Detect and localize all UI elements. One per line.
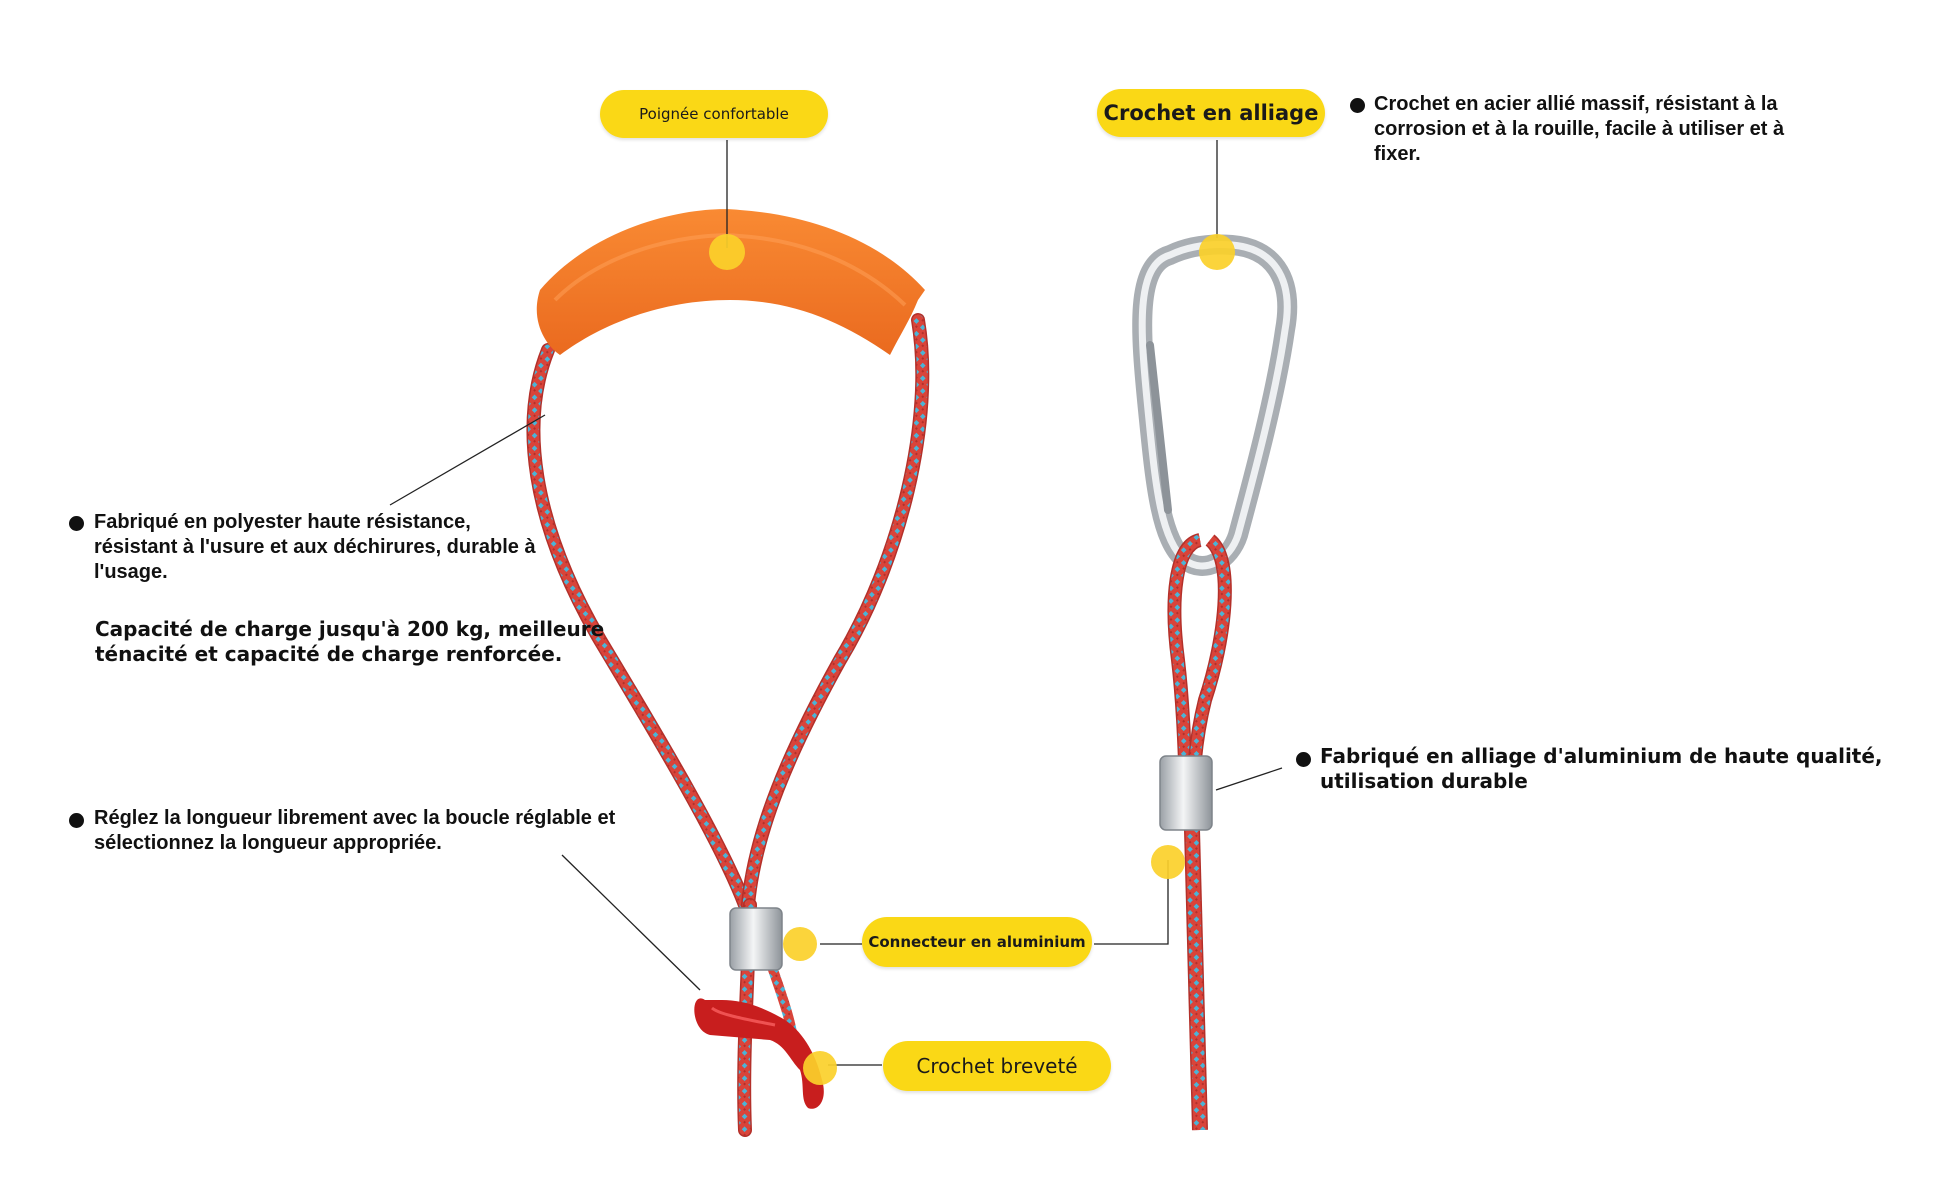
leader-lines bbox=[389, 140, 1283, 1066]
handle-grip bbox=[536, 209, 925, 355]
patented-red-hook bbox=[694, 998, 824, 1109]
aluminium-connector-right bbox=[1159, 755, 1213, 831]
callout-patented-hook: Crochet breveté bbox=[883, 1041, 1111, 1091]
marker-connector-right bbox=[1151, 845, 1185, 879]
feature-aluminium: Fabriqué en alliage d'aluminium de haute… bbox=[1320, 744, 1883, 793]
feature-adjust: Réglez la longueur librement avec la bou… bbox=[94, 807, 616, 854]
marker-patented-hook bbox=[803, 1051, 837, 1085]
highlight-markers bbox=[709, 234, 1235, 1085]
marker-alloy-hook bbox=[1199, 234, 1235, 270]
callout-alloy-hook: Crochet en alliage bbox=[1097, 89, 1325, 137]
feature-polyester: Fabriqué en polyester haute résistance, … bbox=[94, 511, 536, 583]
feature-capacity: Capacité de charge jusqu'à 200 kg, meill… bbox=[95, 617, 605, 666]
right-rope bbox=[1167, 533, 1232, 1131]
marker-handle bbox=[709, 234, 745, 270]
callout-handle: Poignée confortable bbox=[600, 90, 828, 138]
callout-aluminium-connector: Connecteur en aluminium bbox=[862, 917, 1092, 967]
bullet-polyester bbox=[69, 516, 84, 531]
marker-connector-left bbox=[783, 927, 817, 961]
bullet-aluminium bbox=[1296, 752, 1311, 767]
bullet-alloy-hook bbox=[1350, 98, 1365, 113]
aluminium-connector-left bbox=[729, 907, 783, 971]
carabiner bbox=[1132, 234, 1298, 576]
feature-alloy-hook: Crochet en acier allié massif, résistant… bbox=[1374, 93, 1785, 165]
bullet-adjust bbox=[69, 813, 84, 828]
